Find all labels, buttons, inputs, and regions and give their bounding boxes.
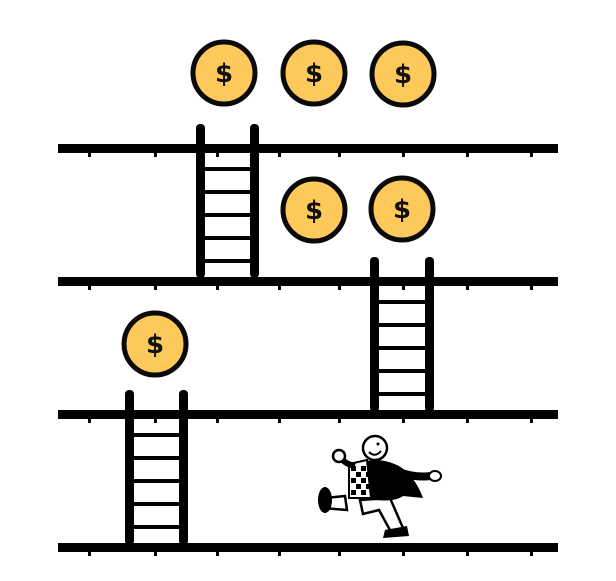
ladder-rung (374, 346, 429, 350)
ladder[interactable] (125, 390, 188, 545)
coin-symbol: $ (393, 195, 411, 225)
ladders (125, 124, 434, 545)
platform-bracket (278, 551, 281, 556)
ladder-rung (129, 502, 183, 506)
platform-bracket (466, 418, 469, 423)
platform (58, 543, 558, 556)
platform (58, 277, 558, 290)
platforms (58, 144, 558, 556)
platform-bracket (402, 551, 405, 556)
ladder-rung (200, 190, 254, 194)
ladder-rung (129, 410, 183, 414)
ladder-rail (370, 257, 379, 412)
platform-bracket (466, 551, 469, 556)
ladder-rail (425, 257, 434, 412)
platform-bracket (530, 551, 533, 556)
coin[interactable]: $ (190, 39, 258, 107)
platform (58, 410, 558, 423)
platform (58, 144, 558, 157)
coin[interactable]: $ (121, 310, 189, 378)
platform-bracket (216, 285, 219, 290)
platform-bracket (402, 418, 405, 423)
coin[interactable]: $ (280, 176, 348, 244)
ladder-rail (125, 390, 134, 545)
ladder-rung (129, 433, 183, 437)
ladder-rung (374, 323, 429, 327)
platform-bracket (216, 418, 219, 423)
ladder[interactable] (196, 124, 259, 278)
ladder-rung (200, 144, 254, 148)
ladder[interactable] (370, 257, 434, 412)
ladder-rung (200, 259, 254, 263)
platform-bracket (154, 551, 157, 556)
platform-bracket (88, 551, 91, 556)
ladder-rung (200, 213, 254, 217)
ladder-rung (374, 300, 429, 304)
ladder-rung (129, 479, 183, 483)
ladder-rung (200, 167, 254, 171)
platform-bracket (530, 152, 533, 157)
platform-bracket (338, 285, 341, 290)
platform-bracket (88, 285, 91, 290)
ladder-rung (129, 525, 183, 529)
platform-bracket (530, 418, 533, 423)
platform-bracket (216, 152, 219, 157)
platform-bracket (338, 551, 341, 556)
ladder-rung (200, 236, 254, 240)
platform-bracket (154, 285, 157, 290)
platform-beam (58, 277, 558, 286)
platform-beam (58, 410, 558, 419)
platform-bracket (278, 152, 281, 157)
coin-symbol: $ (394, 60, 412, 90)
ladder-rail (179, 390, 188, 545)
platform-bracket (216, 551, 219, 556)
platform-bracket (154, 152, 157, 157)
coin-symbol: $ (146, 330, 164, 360)
coin-symbol: $ (305, 196, 323, 226)
coin[interactable]: $ (369, 40, 437, 108)
platform-bracket (530, 285, 533, 290)
ladder-rung (129, 456, 183, 460)
platform-bracket (278, 285, 281, 290)
platform-bracket (402, 285, 405, 290)
platform-bracket (402, 152, 405, 157)
platform-bracket (278, 418, 281, 423)
coin-symbol: $ (215, 59, 233, 89)
platform-beam (58, 543, 558, 552)
coin-symbol: $ (305, 59, 323, 89)
ladder-rung (374, 277, 429, 281)
platform-bracket (466, 285, 469, 290)
platform-bracket (88, 418, 91, 423)
coin[interactable]: $ (280, 39, 348, 107)
player-character-icon[interactable] (318, 434, 442, 538)
platform-bracket (338, 152, 341, 157)
platform-bracket (338, 418, 341, 423)
coin[interactable]: $ (368, 175, 436, 243)
platform-bracket (88, 152, 91, 157)
platform-beam (58, 144, 558, 153)
ladder-rung (374, 369, 429, 373)
platform-bracket (154, 418, 157, 423)
platform-bracket (466, 152, 469, 157)
ladder-rung (374, 392, 429, 396)
